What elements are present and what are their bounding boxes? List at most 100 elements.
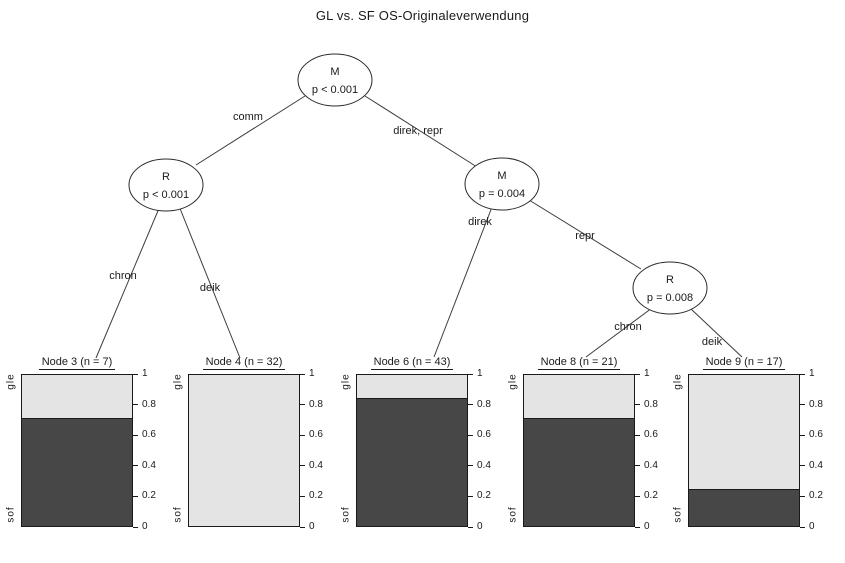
sof-bar-segment <box>524 418 634 526</box>
category-label-gle: gle <box>172 373 184 390</box>
node2-variable: R <box>162 171 170 183</box>
y-axis-tick-label: 0 <box>309 521 315 532</box>
node5-ellipse <box>464 157 540 211</box>
y-axis-tick <box>800 373 805 375</box>
y-axis-tick <box>300 495 305 497</box>
y-axis-tick-label: 0.8 <box>644 398 658 410</box>
y-axis-tick-label: 0.6 <box>644 429 658 441</box>
y-axis-tick <box>800 495 805 497</box>
plot-title: GL vs. SF OS-Originaleverwendung <box>315 8 530 23</box>
edge-to-node3 <box>95 205 161 359</box>
node1-ellipse <box>297 53 373 107</box>
terminal-node-title: Node 8 (n = 21) <box>498 356 660 370</box>
edge-label-comm-1: comm <box>233 111 263 123</box>
y-axis-tick <box>635 434 640 436</box>
edge-root-right <box>364 95 478 168</box>
y-axis-tick <box>300 526 305 528</box>
y-axis-tick <box>468 404 473 406</box>
y-axis-tick-label: 0.6 <box>477 429 491 441</box>
y-axis-tick <box>133 495 138 497</box>
sof-bar-segment <box>689 489 799 526</box>
category-label-gle: gle <box>5 373 17 390</box>
y-axis-tick <box>468 465 473 467</box>
y-axis-tick <box>300 465 305 467</box>
y-axis-tick-label: 0.4 <box>477 459 491 471</box>
tree-node-ellipses <box>128 53 708 315</box>
edge-label-direk-repr: direk, repr <box>393 125 443 137</box>
category-label-sof: sof <box>172 506 184 523</box>
edge-to-node7 <box>528 199 642 270</box>
terminal-node-title: Node 9 (n = 17) <box>663 356 825 370</box>
category-label-sof: sof <box>340 506 352 523</box>
terminal-node-title: Node 4 (n = 32) <box>163 356 325 370</box>
tree-edges <box>95 95 743 359</box>
y-axis-tick <box>468 526 473 528</box>
y-axis-tick-label: 0.2 <box>809 490 823 502</box>
terminal-node-title-text: Node 6 (n = 43) <box>370 356 454 370</box>
sof-bar-segment <box>357 398 467 526</box>
terminal-node-title-text: Node 3 (n = 7) <box>38 356 116 370</box>
y-axis-tick <box>800 526 805 528</box>
terminal-node-title-text: Node 8 (n = 21) <box>537 356 621 370</box>
y-axis-tick <box>800 434 805 436</box>
y-axis-tick-label: 0.4 <box>142 459 156 471</box>
node2-pvalue: p < 0.001 <box>142 189 190 201</box>
y-axis-tick <box>635 465 640 467</box>
node7-variable: R <box>666 274 674 286</box>
category-label-gle: gle <box>340 373 352 390</box>
edge-label-deik-left: deik <box>199 282 221 294</box>
terminal-node-title-text: Node 9 (n = 17) <box>702 356 786 370</box>
y-axis-tick <box>468 495 473 497</box>
y-axis-tick-label: 0.8 <box>142 398 156 410</box>
y-axis-tick <box>800 404 805 406</box>
edge-to-node8 <box>585 307 653 358</box>
node7-pvalue: p = 0.008 <box>646 292 694 304</box>
y-axis-tick <box>133 404 138 406</box>
y-axis-tick-label: 0.6 <box>142 429 156 441</box>
stacked-bar-box <box>356 374 468 527</box>
y-axis-tick-label: 1 <box>809 368 815 379</box>
y-axis-tick-label: 0.4 <box>644 459 658 471</box>
terminal-node-title-text: Node 4 (n = 32) <box>202 356 286 370</box>
stacked-bar-box <box>688 374 800 527</box>
y-axis-tick <box>133 465 138 467</box>
y-axis-tick <box>133 373 138 375</box>
y-axis-tick <box>635 526 640 528</box>
y-axis-tick-label: 0.4 <box>309 459 323 471</box>
y-axis-tick <box>468 373 473 375</box>
node1-pvalue: p < 0.001 <box>311 84 359 96</box>
sof-bar-segment <box>22 418 132 526</box>
y-axis-tick <box>300 404 305 406</box>
edge-label-direk: direk <box>468 216 492 228</box>
y-axis-tick-label: 0.8 <box>809 398 823 410</box>
y-axis-tick <box>133 526 138 528</box>
y-axis-tick-label: 1 <box>477 368 483 379</box>
y-axis-tick-label: 0 <box>644 521 650 532</box>
edge-to-node4 <box>178 205 241 359</box>
y-axis-tick-label: 1 <box>309 368 315 379</box>
y-axis-tick-label: 0.4 <box>809 459 823 471</box>
y-axis-tick-label: 0.2 <box>309 490 323 502</box>
edge-to-node9 <box>690 308 743 358</box>
category-label-sof: sof <box>507 506 519 523</box>
terminal-node-title: Node 3 (n = 7) <box>0 356 158 370</box>
category-label-sof: sof <box>672 506 684 523</box>
stacked-bar-box <box>523 374 635 527</box>
y-axis-tick <box>635 404 640 406</box>
node5-variable: M <box>497 170 507 182</box>
category-label-sof: sof <box>5 506 17 523</box>
y-axis-tick-label: 0.6 <box>309 429 323 441</box>
y-axis-tick-label: 0.2 <box>477 490 491 502</box>
y-axis-tick <box>635 495 640 497</box>
category-label-gle: gle <box>672 373 684 390</box>
edge-label-repr: repr <box>575 230 595 242</box>
node1-variable: M <box>330 66 340 78</box>
terminal-node-title: Node 6 (n = 43) <box>331 356 493 370</box>
y-axis-tick <box>800 465 805 467</box>
edge-label-chron-left: chron <box>109 270 137 282</box>
y-axis-tick <box>468 434 473 436</box>
y-axis-tick-label: 0.6 <box>809 429 823 441</box>
y-axis-tick <box>133 434 138 436</box>
y-axis-tick <box>300 373 305 375</box>
